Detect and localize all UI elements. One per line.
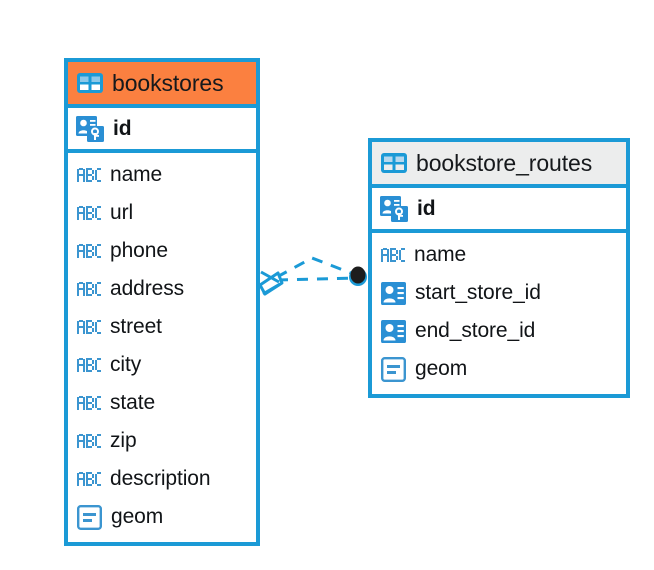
field-list-bookstores: name u <box>68 153 256 536</box>
field-label: id <box>417 196 436 220</box>
field-row-primary-key[interactable]: id <box>372 188 626 233</box>
text-abc-icon <box>77 205 101 221</box>
field-label: geom <box>111 505 164 528</box>
field-label: name <box>110 163 163 186</box>
field-row-name[interactable]: name <box>372 236 626 274</box>
field-row-street[interactable]: street <box>68 308 256 346</box>
field-row-phone[interactable]: phone <box>68 232 256 270</box>
field-label: state <box>110 391 156 414</box>
entity-header-bookstore-routes[interactable]: bookstore_routes <box>372 142 626 188</box>
entity-title: bookstore_routes <box>416 149 593 176</box>
filled-circle-marker <box>349 266 367 286</box>
crows-foot-diamond-marker <box>258 270 284 296</box>
field-row-geom[interactable]: geom <box>68 498 256 536</box>
primary-key-icon <box>76 115 104 142</box>
entity-bookstores[interactable]: bookstores id <box>64 58 260 546</box>
table-icon <box>381 153 407 173</box>
field-row-primary-key[interactable]: id <box>68 108 256 153</box>
field-label: geom <box>415 357 468 380</box>
field-label: phone <box>110 239 168 262</box>
field-row-url[interactable]: url <box>68 194 256 232</box>
entity-bookstore-routes[interactable]: bookstore_routes id <box>368 138 630 398</box>
field-row-zip[interactable]: zip <box>68 422 256 460</box>
text-abc-icon <box>77 471 101 487</box>
field-row-end-store-id[interactable]: end_store_id <box>372 312 626 350</box>
field-row-description[interactable]: description <box>68 460 256 498</box>
text-abc-icon <box>77 433 101 449</box>
foreign-key-icon <box>381 281 406 305</box>
text-abc-icon <box>77 243 101 259</box>
field-label: zip <box>110 429 137 452</box>
text-abc-icon <box>77 319 101 335</box>
field-label: street <box>110 315 162 338</box>
field-label: address <box>110 277 185 300</box>
field-row-address[interactable]: address <box>68 270 256 308</box>
field-row-geom[interactable]: geom <box>372 350 626 388</box>
field-label: url <box>110 201 134 224</box>
field-label: start_store_id <box>415 281 541 304</box>
field-row-name[interactable]: name <box>68 156 256 194</box>
relationship-line-middle <box>276 276 357 282</box>
field-label: end_store_id <box>415 319 536 342</box>
text-abc-icon <box>77 357 101 373</box>
primary-key-icon <box>380 195 408 222</box>
field-label: id <box>113 116 132 140</box>
text-abc-icon <box>381 247 405 263</box>
entity-title: bookstores <box>112 69 224 96</box>
field-row-city[interactable]: city <box>68 346 256 384</box>
foreign-key-icon <box>381 319 406 343</box>
text-abc-icon <box>77 281 101 297</box>
text-abc-icon <box>77 395 101 411</box>
entity-header-bookstores[interactable]: bookstores <box>68 62 256 108</box>
relationship-line-upper <box>276 256 357 279</box>
geometry-icon <box>77 504 103 530</box>
relationship-connector[interactable] <box>255 240 375 315</box>
text-abc-icon <box>77 167 101 183</box>
field-row-start-store-id[interactable]: start_store_id <box>372 274 626 312</box>
field-list-bookstore-routes: name start_store_id <box>372 233 626 388</box>
geometry-icon <box>381 356 407 382</box>
field-label: name <box>414 243 467 266</box>
field-label: description <box>110 467 211 490</box>
field-row-state[interactable]: state <box>68 384 256 422</box>
table-icon <box>77 73 103 93</box>
field-label: city <box>110 353 142 376</box>
